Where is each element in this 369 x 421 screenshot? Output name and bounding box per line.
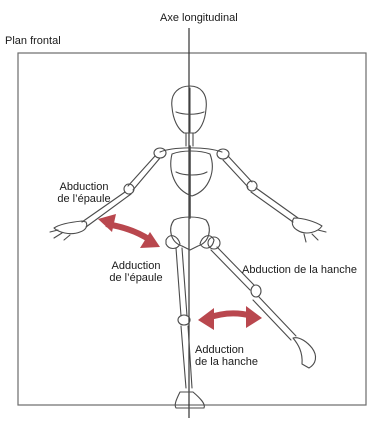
right-hip-joint [208,237,220,249]
hip-abduction-label: Abduction de la hanche [242,264,357,276]
left-hand [54,221,87,234]
right-hand [292,218,322,233]
right-foot [293,338,316,368]
right-knee [251,285,261,297]
hip-adduction-label: Adduction de la hanche [195,344,258,368]
shoulder-abduction-line2: de l’épaule [46,193,122,205]
left-shoulder-joint [154,148,166,158]
shoulder-abduction-label: Abduction de l’épaule [46,181,122,205]
frontal-plane [18,53,366,405]
shoulder-adduction-line1: Adduction [98,260,174,272]
pelvis [171,217,210,250]
skeleton-sketch [50,86,326,408]
plane-label: Plan frontal [5,35,61,47]
right-shoulder-joint [217,149,229,159]
left-knee [178,315,190,325]
hip-adduction-line1: Adduction [195,344,258,356]
hip-adduction-line2: de la hanche [195,356,258,368]
axis-label: Axe longitudinal [160,12,238,24]
shoulder-abduction-line1: Abduction [46,181,122,193]
shoulder-adduction-label: Adduction de l’épaule [98,260,174,284]
hip-arrow-shaft [208,313,252,318]
rib-cage [171,151,212,196]
hip-arrow-head-right [246,306,262,328]
hip-arrow-head-left [198,308,214,330]
shoulder-adduction-line2: de l’épaule [98,272,174,284]
